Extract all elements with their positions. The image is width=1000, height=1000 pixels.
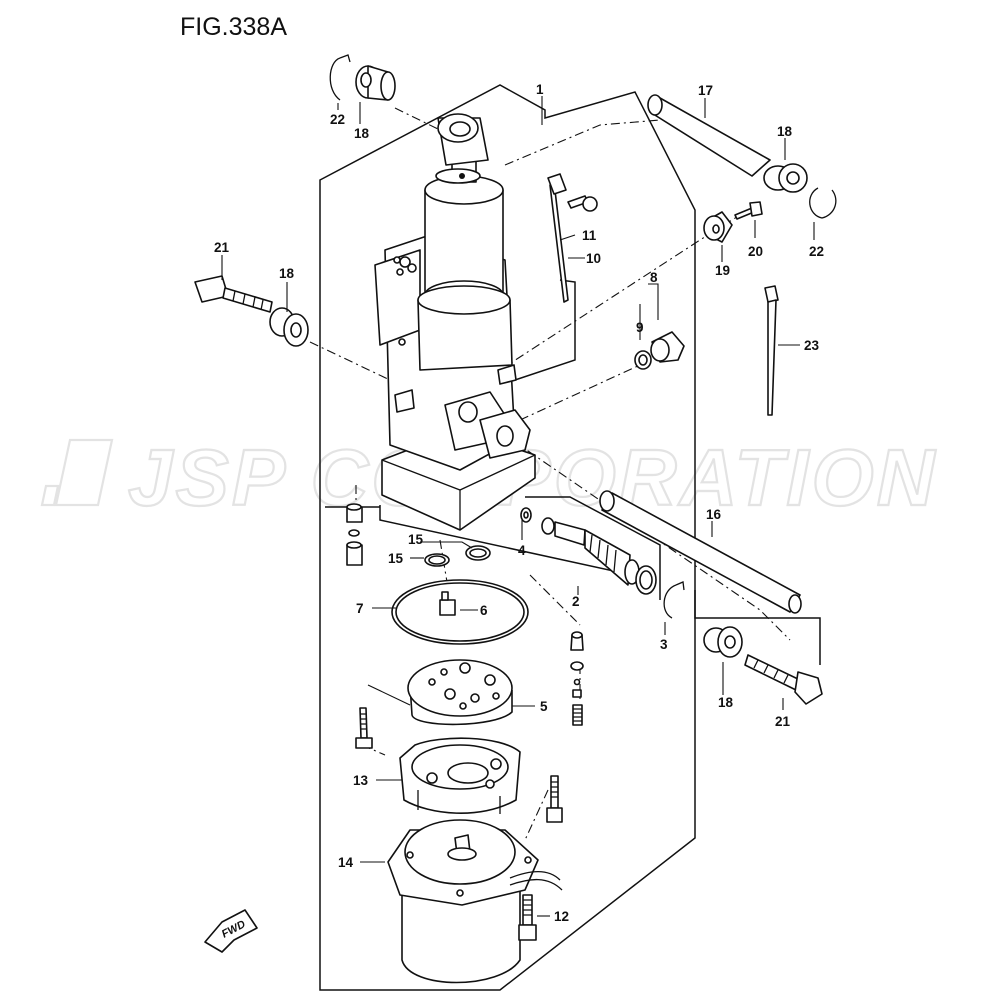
callout-6: 6 [480,603,488,618]
callout-19: 19 [715,263,730,278]
callout-10: 10 [586,251,601,266]
screw-11 [567,195,598,212]
screw-12 [518,894,537,941]
check-valve-parts [346,503,363,566]
callout-18-right: 18 [777,124,793,139]
pump-5 [407,659,513,726]
pump-bolt-right [546,775,563,823]
callout-5: 5 [540,699,548,714]
oring-9 [634,350,652,370]
bushing-top-left [355,65,396,101]
snap-ring-top-left [329,54,351,101]
plug-8 [650,331,685,363]
oring-15 [424,545,491,567]
oring-4 [520,507,532,523]
part-callouts: 1 2 3 4 5 6 7 8 9 10 11 12 13 14 15 15 1… [214,82,824,924]
reservoir-13 [399,737,521,814]
manual-valve-2 [541,517,657,595]
fwd-arrow-icon [204,909,258,953]
callout-22-right: 22 [809,244,824,259]
bolt-21-right [744,654,823,705]
screw-20 [734,201,763,220]
bushing-lower [703,626,743,658]
callout-11: 11 [582,228,597,243]
callout-1: 1 [536,82,544,97]
callout-9: 9 [636,320,644,335]
callout-22-left: 22 [330,112,345,127]
tilt-cylinder-assembly [374,113,536,531]
callout-8: 8 [650,270,658,285]
callout-17: 17 [698,83,713,98]
filter-6 [439,591,456,616]
callout-12: 12 [554,909,569,924]
callout-23: 23 [804,338,820,353]
pin-17 [647,94,771,177]
leader-lines [221,96,815,917]
callout-2: 2 [572,594,580,609]
callout-15-upper: 15 [408,532,424,547]
callout-18-left: 18 [279,266,295,281]
pin-16 [599,490,802,614]
callout-16: 16 [706,507,722,522]
cap-19 [703,211,733,243]
callout-21-left: 21 [214,240,230,255]
watermark-logo [40,438,114,507]
callout-3: 3 [660,637,668,652]
callout-21-right: 21 [775,714,791,729]
callout-7: 7 [356,601,364,616]
callout-18-top-left: 18 [354,126,370,141]
snap-ring-3 [663,581,685,619]
pump-bolt-left [355,707,373,749]
figure-title: FIG.338A [180,13,287,41]
bushing-left [269,307,309,347]
callout-14: 14 [338,855,354,870]
snap-ring-right [809,187,837,219]
callout-18-lower: 18 [718,695,734,710]
relief-valve-parts [570,631,584,726]
fwd-indicator: FWD [204,909,258,953]
bolt-21-left [194,275,273,313]
cable-tie-10 [547,173,569,303]
callout-15-lower: 15 [388,551,404,566]
assembly-outline [319,84,821,991]
callout-20: 20 [748,244,763,259]
callout-13: 13 [353,773,369,788]
oring-7 [391,579,529,645]
cable-tie-23 [764,285,779,416]
bushing-right-top [763,163,808,193]
motor-14 [387,819,563,984]
callout-4: 4 [518,543,526,558]
